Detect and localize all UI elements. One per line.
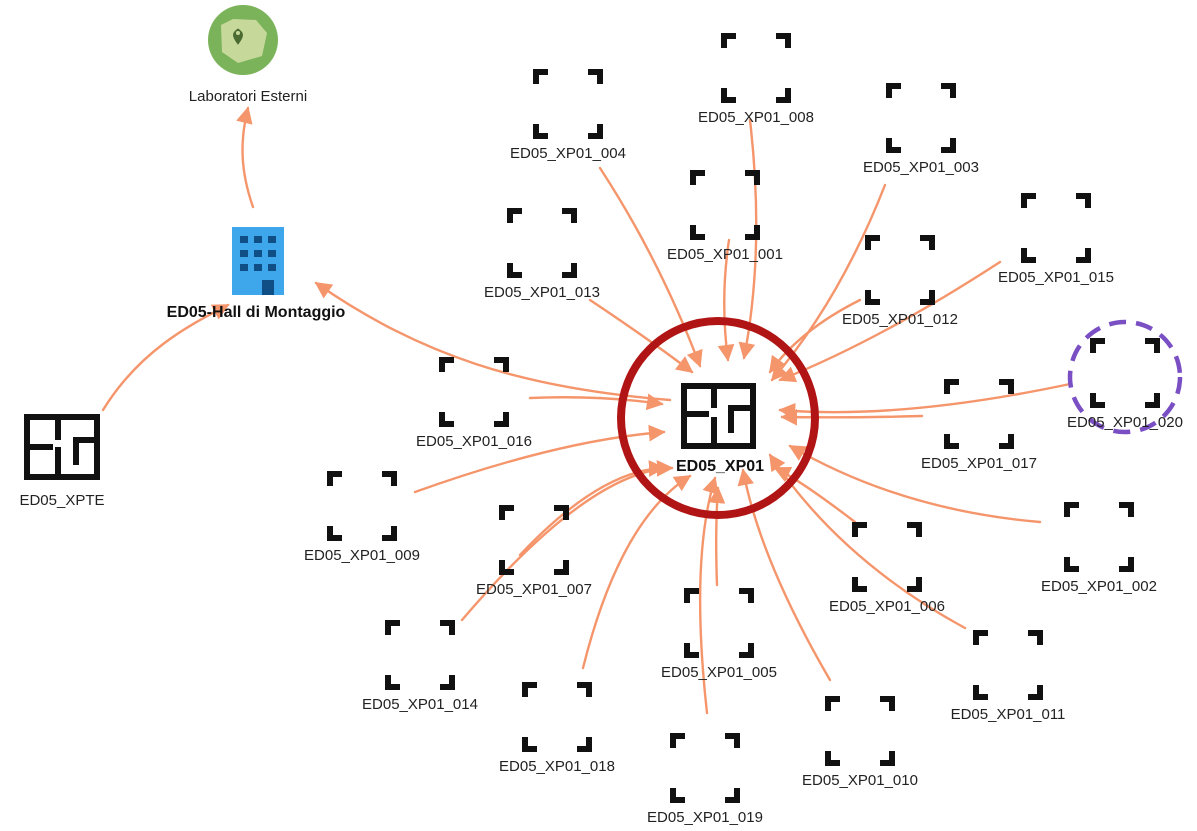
node-r002[interactable]: ED05_XP01_002 — [1041, 502, 1157, 595]
edge-r005-hub — [708, 486, 726, 587]
node-xpte-label: ED05_XPTE — [19, 492, 104, 509]
node-r020[interactable]: ED05_XP01_020 — [1067, 338, 1183, 431]
edge-r004-hub — [598, 166, 703, 368]
edge-r013-hub — [588, 298, 694, 374]
node-r014[interactable]: ED05_XP01_014 — [362, 620, 478, 713]
node-r015[interactable]: ED05_XP01_015 — [998, 193, 1114, 286]
edge-r017-hub — [780, 408, 924, 426]
room-placeholder-icon — [690, 170, 760, 240]
edge-r019-hub — [698, 476, 719, 715]
edge-r001-hub — [717, 238, 735, 362]
node-r016-label: ED05_XP01_016 — [416, 433, 532, 450]
room-placeholder-icon — [684, 588, 754, 658]
edge-r002-hub — [788, 444, 1042, 524]
room-placeholder-icon — [507, 208, 577, 278]
room-placeholder-icon — [533, 69, 603, 139]
node-r003-label: ED05_XP01_003 — [863, 159, 979, 176]
node-hub-label: ED05_XP01 — [676, 458, 764, 475]
node-hall-label: ED05-Hall di Montaggio — [167, 304, 346, 321]
node-r009[interactable]: ED05_XP01_009 — [304, 471, 420, 564]
node-lab[interactable]: Laboratori Esterni — [189, 5, 307, 105]
node-r003[interactable]: ED05_XP01_003 — [863, 83, 979, 176]
node-r017[interactable]: ED05_XP01_017 — [921, 379, 1037, 472]
node-r005[interactable]: ED05_XP01_005 — [661, 588, 777, 681]
selected-node-ring — [1067, 319, 1183, 435]
edge-hall-lab — [236, 106, 255, 209]
room-placeholder-icon — [852, 522, 922, 592]
node-r012[interactable]: ED05_XP01_012 — [842, 235, 958, 328]
edge-r012-hub — [768, 298, 862, 374]
node-r006[interactable]: ED05_XP01_006 — [829, 522, 945, 615]
node-r016[interactable]: ED05_XP01_016 — [416, 357, 532, 450]
node-r010-label: ED05_XP01_010 — [802, 772, 918, 789]
edge-r010-hub — [737, 468, 832, 682]
node-r002-label: ED05_XP01_002 — [1041, 578, 1157, 595]
edge-r007-hub — [518, 460, 666, 557]
room-placeholder-icon — [1090, 338, 1160, 408]
node-lab-label: Laboratori Esterni — [189, 88, 307, 105]
node-r001[interactable]: ED05_XP01_001 — [667, 170, 783, 263]
node-r005-label: ED05_XP01_005 — [661, 664, 777, 681]
room-placeholder-icon — [886, 83, 956, 153]
building-icon — [232, 227, 284, 295]
node-r018-label: ED05_XP01_018 — [499, 758, 615, 775]
floor-plan-icon — [24, 414, 100, 480]
node-r009-label: ED05_XP01_009 — [304, 547, 420, 564]
room-placeholder-icon — [499, 505, 569, 575]
room-placeholder-icon — [1021, 193, 1091, 263]
room-placeholder-icon — [865, 235, 935, 305]
node-r018[interactable]: ED05_XP01_018 — [499, 682, 615, 775]
node-r004[interactable]: ED05_XP01_004 — [510, 69, 626, 162]
node-r007[interactable]: ED05_XP01_007 — [476, 505, 592, 598]
node-r001-label: ED05_XP01_001 — [667, 246, 783, 263]
node-r019-label: ED05_XP01_019 — [647, 809, 763, 826]
node-r014-label: ED05_XP01_014 — [362, 696, 478, 713]
edge-r020-hub — [778, 382, 1072, 420]
node-xpte[interactable]: ED05_XPTE — [19, 414, 105, 509]
room-placeholder-icon — [825, 696, 895, 766]
edge-r003-hub — [770, 183, 887, 382]
edge-r016-hub — [528, 393, 664, 411]
node-r010[interactable]: ED05_XP01_010 — [802, 696, 918, 789]
room-placeholder-icon — [973, 630, 1043, 700]
room-placeholder-icon — [721, 33, 791, 103]
rooms-layer: ED05_XP01_001ED05_XP01_002ED05_XP01_003E… — [304, 33, 1183, 826]
node-r006-label: ED05_XP01_006 — [829, 598, 945, 615]
node-r013[interactable]: ED05_XP01_013 — [484, 208, 600, 301]
node-r011[interactable]: ED05_XP01_011 — [951, 630, 1066, 723]
edge-r014-hub — [460, 459, 674, 622]
room-placeholder-icon — [522, 682, 592, 752]
edge-r009-hub — [413, 424, 666, 494]
map-location-icon — [208, 5, 278, 75]
node-r015-label: ED05_XP01_015 — [998, 269, 1114, 286]
edge-r018-hub — [581, 474, 692, 670]
node-hub[interactable]: ED05_XP01 — [676, 383, 764, 475]
node-r008[interactable]: ED05_XP01_008 — [698, 33, 814, 126]
edge-r008-hub — [738, 118, 758, 360]
room-placeholder-icon — [327, 471, 397, 541]
node-hall[interactable]: ED05-Hall di Montaggio — [167, 227, 346, 321]
edges-layer — [101, 106, 1072, 715]
node-r017-label: ED05_XP01_017 — [921, 455, 1037, 472]
edge-xpte-hall — [101, 303, 230, 412]
hub-highlight-ring — [617, 317, 819, 519]
node-r004-label: ED05_XP01_004 — [510, 145, 626, 162]
room-placeholder-icon — [670, 733, 740, 803]
room-placeholder-icon — [439, 357, 509, 427]
node-r013-label: ED05_XP01_013 — [484, 284, 600, 301]
floor-plan-icon — [681, 383, 756, 449]
room-placeholder-icon — [385, 620, 455, 690]
node-r020-label: ED05_XP01_020 — [1067, 414, 1183, 431]
node-r007-label: ED05_XP01_007 — [476, 581, 592, 598]
node-r012-label: ED05_XP01_012 — [842, 311, 958, 328]
room-placeholder-icon — [1064, 502, 1134, 572]
room-placeholder-icon — [944, 379, 1014, 449]
edge-hub-hall — [314, 281, 672, 402]
node-r008-label: ED05_XP01_008 — [698, 109, 814, 126]
node-r011-label: ED05_XP01_011 — [951, 706, 1066, 723]
node-r019[interactable]: ED05_XP01_019 — [647, 733, 763, 826]
